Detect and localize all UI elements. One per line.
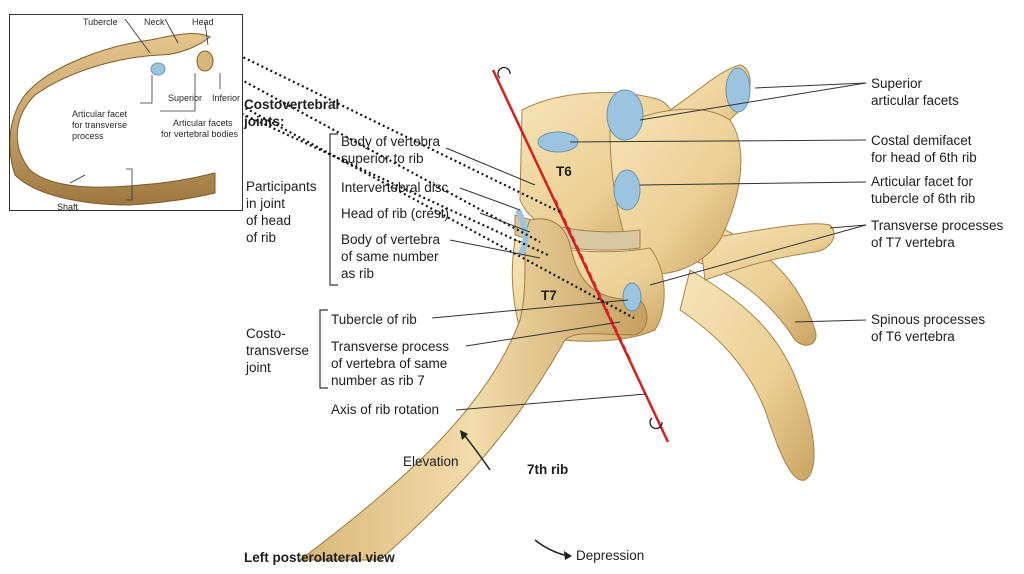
body-superior-1: Body of vertebra (341, 134, 441, 149)
inset-facet-transverse-3: process (72, 131, 104, 141)
transverse-processes-2: of T7 vertebra (871, 235, 955, 250)
participants-1: Participants (246, 179, 317, 194)
depression-label: Depression (576, 548, 645, 563)
leader-lines-right (569, 82, 867, 323)
costotransverse-2: transverse (246, 343, 310, 358)
spinous-processes-1: Spinous processes (871, 312, 986, 327)
depression-arrow (534, 539, 569, 557)
rib7-label: 7th rib (527, 462, 569, 477)
inset-tubercle-label: Tubercle (83, 17, 118, 27)
body-same-2: of same number (341, 249, 439, 264)
inset-facet-transverse-2: for transverse (72, 120, 128, 130)
costal-demifacet-2: for head of 6th rib (871, 150, 977, 165)
elevation-label: Elevation (403, 454, 459, 469)
intervertebral-disc-label: Intervertebral disc (341, 180, 449, 195)
t7-label: T7 (541, 288, 557, 303)
transverse-process-1: Transverse process (331, 339, 450, 354)
inset-superior-label: Superior (168, 93, 203, 103)
inset-neck-label: Neck (144, 17, 165, 27)
inset-tubercle-facet (150, 62, 166, 76)
superior-facets-2: articular facets (871, 93, 959, 108)
costovertebral-title-2: joints: (244, 114, 285, 129)
inset-facets-bodies-2: for vertebral bodies (161, 129, 239, 139)
transverse-processes-1: Transverse processes (871, 218, 1004, 233)
body-same-1: Body of vertebra (341, 232, 441, 247)
inset-rib-panel: Tubercle Neck Head Superior Inferior Art… (9, 14, 243, 212)
tubercle-of-rib-label: Tubercle of rib (331, 312, 417, 327)
inset-leaders (69, 18, 221, 201)
leader-lines-left (431, 147, 647, 411)
spinous-process-t6 (679, 269, 815, 481)
t6-label: T6 (556, 164, 572, 179)
facet-tubercle-6th (613, 169, 641, 211)
participants-2: in joint (246, 196, 286, 211)
inset-shaft-label: Shaft (57, 202, 79, 212)
vertebral-arch (609, 108, 742, 275)
bracket-participants (329, 133, 338, 286)
axis-rotation-label: Axis of rib rotation (331, 402, 440, 417)
head-of-rib-joint (515, 208, 529, 257)
view-label: Left posterolateral view (244, 550, 395, 565)
costovertebral-title-1: Costovertebral (244, 97, 340, 112)
rotation-arrow-top (497, 66, 511, 79)
transverse-process-3: number as rib 7 (331, 373, 425, 388)
superior-facets-1: Superior (871, 76, 923, 91)
body-same-3: as rib (341, 266, 375, 281)
inset-head-facet (196, 50, 214, 72)
spinous-processes-2: of T6 vertebra (871, 329, 955, 344)
costotransverse-3: joint (246, 360, 271, 375)
facet-tubercle-2: tubercle of 6th rib (871, 191, 976, 206)
participants-3: of head (246, 213, 292, 228)
head-of-rib-label: Head of rib (crest) (341, 206, 450, 221)
facet-tubercle-7th (622, 282, 642, 312)
facet-tubercle-1: Articular facet for (871, 174, 974, 189)
inset-head-label: Head (192, 17, 214, 27)
participants-4: of rib (246, 230, 277, 245)
body-superior-2: superior to rib (341, 151, 424, 166)
transverse-process-t7 (699, 223, 835, 281)
bracket-costotransverse (319, 309, 328, 389)
inset-facets-bodies-1: Articular facets (173, 118, 233, 128)
costal-demifacet-1: Costal demifacet (871, 133, 972, 148)
superior-articular-facet-right (725, 67, 751, 113)
transverse-process-2: of vertebra of same (331, 356, 448, 371)
inset-rib-illustration (10, 18, 221, 206)
inset-facet-transverse-1: Articular facet (72, 109, 128, 119)
inset-inferior-label: Inferior (212, 93, 241, 103)
rib-7 (298, 218, 648, 561)
superior-articular-facet-left (606, 89, 644, 141)
rotation-arrow-bottom (649, 417, 663, 430)
costotransverse-1: Costo- (246, 326, 286, 341)
inset-rib-shape (10, 33, 216, 206)
